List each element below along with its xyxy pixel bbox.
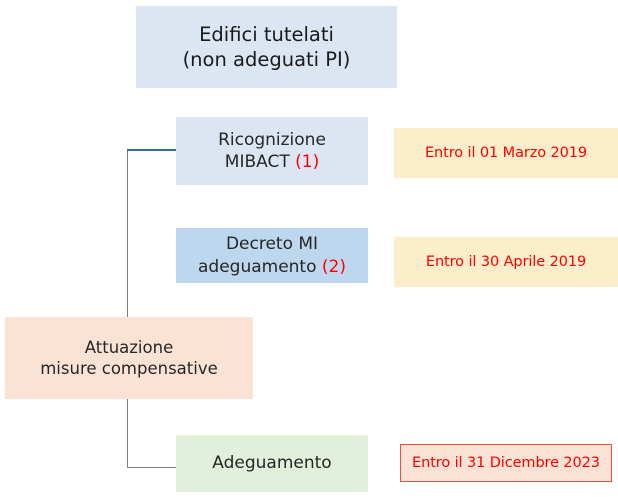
node-decree-label: adeguamento bbox=[197, 256, 317, 277]
deadline-ricognizione-text: Entro il 01 Marzo 2019 bbox=[424, 145, 588, 161]
connector-vertical-trunk bbox=[127, 150, 128, 468]
node-recognition-label: MIBACT bbox=[224, 152, 290, 172]
node-decree-ref: (2) bbox=[321, 256, 346, 277]
node-title-line-2: (non adeguati PI) bbox=[182, 48, 351, 71]
deadline-decreto: Entro il 30 Aprile 2019 bbox=[394, 237, 618, 287]
node-edifici-tutelati: Edifici tutelati (non adeguati PI) bbox=[136, 6, 397, 88]
node-decree-line-1: Decreto MI bbox=[225, 234, 319, 255]
connector-branch-recognition bbox=[127, 149, 176, 151]
node-title-line-1: Edifici tutelati bbox=[199, 22, 334, 46]
node-decreto-mi-adeguamento: Decreto MI adeguamento (2) bbox=[176, 228, 368, 283]
node-ricognizione-mibact: Ricognizione MIBACT (1) bbox=[176, 117, 368, 185]
node-decree-line-2: adeguamento (2) bbox=[198, 256, 346, 278]
node-implementation-line-2: misure compensative bbox=[40, 359, 218, 378]
node-recognition-ref: (1) bbox=[295, 152, 320, 172]
deadline-adeguamento-text: Entro il 31 Dicembre 2023 bbox=[412, 455, 600, 471]
deadline-adeguamento: Entro il 31 Dicembre 2023 bbox=[400, 444, 612, 482]
node-adeguamento: Adeguamento bbox=[176, 435, 368, 492]
node-recognition-line-2: MIBACT (1) bbox=[225, 151, 319, 173]
connector-branch-compliance bbox=[127, 467, 176, 468]
node-compliance-line-1: Adeguamento bbox=[212, 453, 332, 474]
node-implementation-line-1: Attuazione bbox=[84, 337, 174, 357]
deadline-decreto-text: Entro il 30 Aprile 2019 bbox=[425, 254, 587, 270]
deadline-ricognizione: Entro il 01 Marzo 2019 bbox=[394, 128, 618, 178]
node-attuazione-misure-compensative: Attuazione misure compensative bbox=[5, 317, 253, 399]
node-recognition-line-1: Ricognizione bbox=[218, 129, 326, 150]
